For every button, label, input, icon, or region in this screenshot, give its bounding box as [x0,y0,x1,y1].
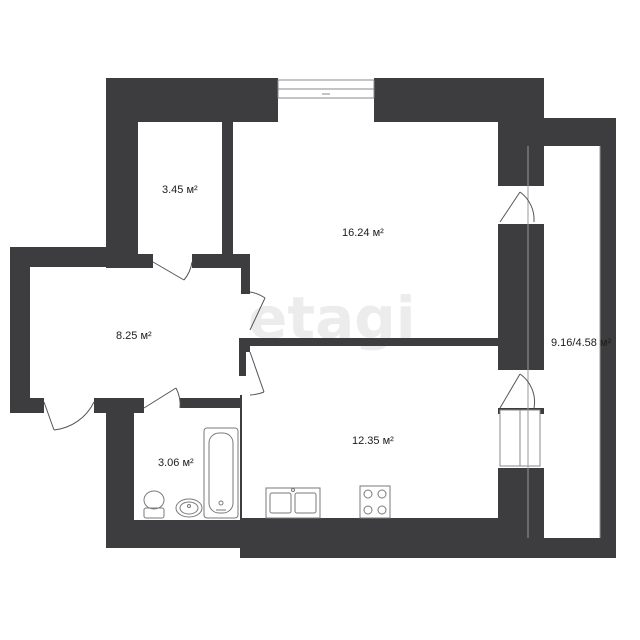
stove-icon [359,485,391,519]
door-icon [499,191,535,223]
room-area-balcony: 9.16/4.58 м² [551,337,611,349]
window-icon [277,79,375,99]
room-area-bathroom: 3.06 м² [158,457,194,469]
door-icon [249,291,266,331]
door-icon [152,261,193,281]
room-area-hallway: 8.25 м² [116,330,152,342]
sink-icon [265,487,321,519]
room-area-living-room: 16.24 м² [342,227,384,239]
room-area-storage: 3.45 м² [162,184,198,196]
washbasin-icon [175,498,203,518]
room-area-kitchen: 12.35 м² [352,435,394,447]
toilet-icon [143,490,165,519]
window-icon [527,146,601,538]
door-icon [249,351,265,396]
bathtub-icon [203,427,239,519]
door-icon [143,387,181,409]
window-icon [499,409,541,467]
door-icon [499,373,536,409]
walls [10,78,616,558]
door-icon [43,401,95,431]
